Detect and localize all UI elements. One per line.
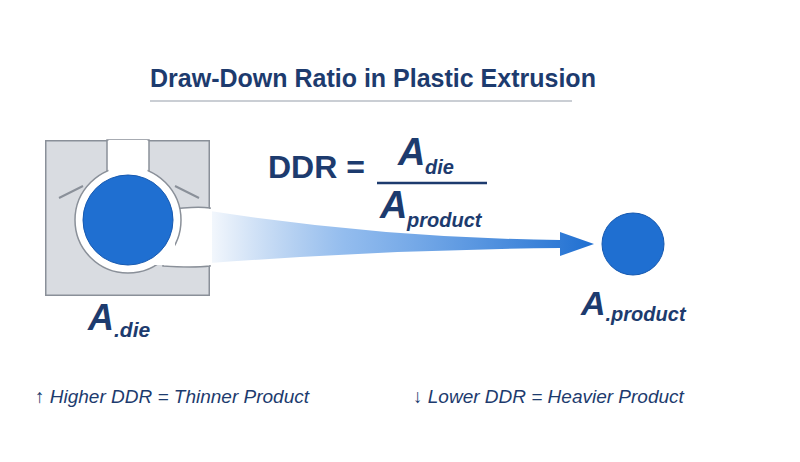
formula-lhs: DDR = (268, 151, 365, 183)
die-mark (175, 186, 199, 198)
area-subscript: product (407, 210, 481, 230)
area-label: A.product (581, 286, 686, 320)
extrudate-section: A.product (573, 212, 693, 332)
note: ↓ Lower DDR = Heavier Product (413, 387, 684, 406)
die-exit (208, 209, 212, 265)
feed-opening (109, 140, 148, 143)
die-cavity (75, 167, 181, 273)
title-rule (150, 100, 572, 102)
extrusion-die: A.die (45, 140, 210, 355)
channel-join (109, 160, 148, 172)
melt-section (83, 175, 173, 265)
product-outline (573, 212, 693, 278)
fraction-bar (377, 182, 487, 185)
die-outline (45, 140, 210, 296)
area-symbol: A (581, 286, 606, 320)
area-label: A.die (88, 300, 150, 336)
die-body (46, 141, 210, 296)
area-subscript: die (425, 157, 454, 177)
die-mark (59, 186, 83, 198)
area-symbol: A (398, 133, 425, 171)
area-symbol: A (380, 186, 407, 224)
area-subscript: .product (606, 304, 686, 324)
area-subscript: .die (114, 319, 150, 340)
title: Draw-Down Ratio in Plastic Extrusion (150, 64, 596, 93)
note: ↑ Higher DDR = Thinner Product (35, 387, 309, 406)
area-symbol: A (88, 300, 114, 336)
product-section (602, 213, 664, 275)
